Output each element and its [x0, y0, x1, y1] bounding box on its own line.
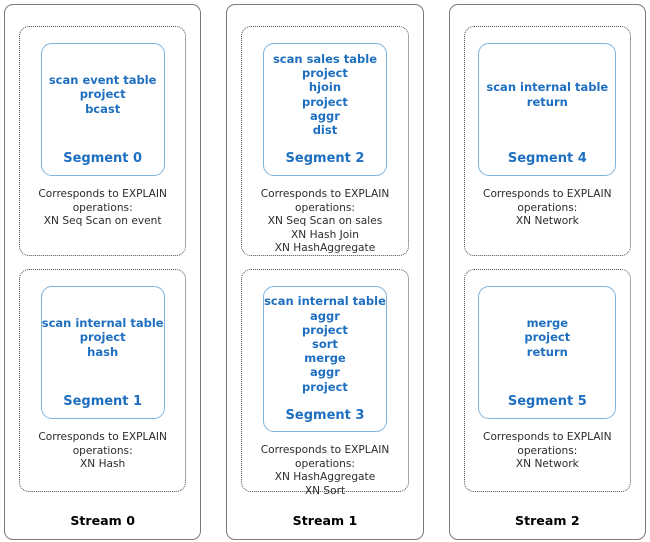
operation-line: return: [526, 344, 568, 359]
segment-4-container: scan internal table return Segment 4 Cor…: [463, 26, 631, 256]
segment-2-operation-box: scan sales table project hjoin project a…: [262, 43, 387, 176]
segment-0-operation-list: scan event table project bcast: [49, 52, 157, 137]
segment-0-container: scan event table project bcast Segment 0…: [19, 26, 187, 256]
segment-5-operation-box: merge project return Segment 5: [478, 286, 617, 419]
operation-line: aggr: [310, 365, 340, 380]
explain-operation: XN Hash: [80, 458, 126, 471]
explain-operation: XN HashAggregate: [274, 242, 376, 255]
operation-line: return: [526, 94, 568, 109]
segment-0-label: Segment 0: [63, 151, 143, 166]
segment-1-label: Segment 1: [63, 394, 143, 409]
stream-1-label: Stream 1: [292, 513, 358, 528]
segment-5-label: Segment 5: [507, 394, 587, 409]
segment-0-explain-caption: Corresponds to EXPLAIN operations: XN Se…: [28, 188, 177, 229]
segment-4-operation-list: scan internal table return: [486, 52, 608, 137]
segment-3-label: Segment 3: [285, 407, 365, 423]
stream-0-label: Stream 0: [70, 513, 135, 528]
segment-5-explain-caption: Corresponds to EXPLAIN operations: XN Ne…: [473, 431, 622, 472]
explain-operation: XN Hash Join: [291, 228, 359, 241]
explain-caption-line-2: operations:: [295, 457, 355, 470]
operation-line: project: [79, 330, 126, 345]
operation-line: merge: [526, 316, 569, 331]
operation-line: project: [524, 330, 571, 345]
explain-operation: XN HashAggregate: [274, 471, 376, 484]
explain-caption-line-1: Corresponds to EXPLAIN: [483, 431, 612, 443]
explain-caption-line-1: Corresponds to EXPLAIN: [260, 188, 390, 200]
operation-line: scan internal table: [264, 294, 386, 309]
operation-line: aggr: [310, 308, 340, 323]
operation-line: scan internal table: [486, 80, 609, 95]
stream-0: scan event table project bcast Segment 0…: [4, 4, 202, 540]
segment-1-operation-box: scan internal table project hash Segment…: [40, 286, 165, 419]
operation-line: project: [302, 66, 348, 81]
explain-caption-line-1: Corresponds to EXPLAIN: [260, 444, 390, 456]
operation-line: project: [302, 379, 348, 394]
segment-4-label: Segment 4: [507, 151, 587, 166]
explain-operation: XN Seq Scan on event: [43, 215, 162, 228]
segment-3-container: scan internal table aggr project sort me…: [241, 269, 409, 497]
segment-3-explain-caption: Corresponds to EXPLAIN operations: XN Ha…: [250, 444, 399, 498]
explain-caption-line-1: Corresponds to EXPLAIN: [483, 188, 612, 200]
operation-line: project: [79, 87, 126, 102]
operation-line: aggr: [310, 108, 340, 123]
operation-line: scan sales table: [272, 51, 377, 66]
segment-1-container: scan internal table project hash Segment…: [19, 269, 187, 492]
explain-caption-line-2: operations:: [72, 201, 133, 214]
segment-5-container: merge project return Segment 5 Correspon…: [463, 269, 631, 492]
segment-3-operation-list: scan internal table aggr project sort me…: [264, 294, 386, 393]
operation-line: scan internal table: [41, 316, 164, 331]
operation-line: bcast: [85, 101, 121, 116]
stream-2: scan internal table return Segment 4 Cor…: [448, 4, 646, 540]
explain-caption-line-1: Corresponds to EXPLAIN: [38, 431, 167, 443]
explain-operation: XN Seq Scan on sales: [267, 215, 383, 228]
segment-3-operation-box: scan internal table aggr project sort me…: [262, 286, 387, 432]
operation-line: dist: [312, 122, 338, 137]
operation-line: merge: [304, 351, 346, 366]
segment-2-explain-caption: Corresponds to EXPLAIN operations: XN Se…: [250, 188, 399, 256]
operation-line: hjoin: [308, 80, 342, 95]
explain-operation: XN Network: [515, 215, 579, 228]
operation-line: hash: [87, 344, 119, 359]
explain-operation: XN Network: [515, 458, 579, 471]
explain-caption-line-2: operations:: [517, 201, 578, 214]
segment-1-explain-caption: Corresponds to EXPLAIN operations: XN Ha…: [28, 431, 177, 472]
segment-0-operation-box: scan event table project bcast Segment 0: [40, 43, 165, 176]
segment-5-operation-list: merge project return: [524, 295, 570, 380]
operation-line: project: [302, 322, 348, 337]
explain-caption-line-2: operations:: [72, 444, 133, 457]
operation-line: project: [302, 94, 348, 109]
segment-1-operation-list: scan internal table project hash: [42, 295, 164, 380]
explain-caption-line-2: operations:: [517, 444, 578, 457]
segment-2-operation-list: scan sales table project hjoin project a…: [273, 52, 377, 137]
segment-4-operation-box: scan internal table return Segment 4: [478, 43, 617, 176]
stream-1: scan sales table project hjoin project a…: [226, 4, 424, 540]
explain-operation: XN Sort: [304, 484, 346, 497]
operation-line: sort: [312, 336, 338, 351]
stream-2-label: Stream 2: [515, 513, 580, 528]
segment-2-label: Segment 2: [285, 151, 365, 167]
segment-4-explain-caption: Corresponds to EXPLAIN operations: XN Ne…: [473, 188, 622, 229]
explain-caption-line-1: Corresponds to EXPLAIN: [38, 188, 167, 200]
operation-line: scan event table: [48, 73, 157, 88]
explain-caption-line-2: operations:: [295, 201, 355, 214]
segment-2-container: scan sales table project hjoin project a…: [241, 26, 409, 256]
